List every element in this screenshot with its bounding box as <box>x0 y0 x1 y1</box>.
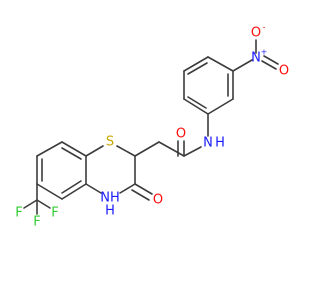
bond <box>23 199 38 209</box>
bond <box>36 141 63 157</box>
ketone-o-label: O <box>153 193 163 208</box>
bond <box>187 62 208 75</box>
bond <box>61 180 82 194</box>
molecule-structure: N + O - O N H O S NH H O F F F <box>15 23 289 230</box>
bond <box>263 55 279 65</box>
bond <box>85 183 102 194</box>
nitro-o-top-label: O <box>251 26 261 41</box>
bond <box>134 141 160 157</box>
nitro-n-charge: + <box>261 48 268 57</box>
bond <box>134 183 153 195</box>
bonds <box>23 39 279 215</box>
bond <box>183 56 209 72</box>
amide-o-label: O <box>176 127 186 142</box>
bond <box>207 56 234 72</box>
bond <box>183 98 209 115</box>
ring-nh-label: NH <box>100 191 120 206</box>
bond <box>61 183 87 200</box>
amide-h-label: H <box>215 136 225 151</box>
bond <box>261 60 277 70</box>
ring-h-label: H <box>105 204 115 219</box>
bond <box>183 146 202 157</box>
bond <box>61 141 87 157</box>
nitro-o-top-charge: - <box>263 23 266 32</box>
bond <box>36 199 51 209</box>
fluorine-1-label: F <box>15 206 22 221</box>
nitro-o-right-label: O <box>279 64 289 79</box>
bond <box>61 147 82 160</box>
bond <box>207 98 234 115</box>
nitro-n-label: N <box>251 51 261 66</box>
bond <box>158 141 185 157</box>
bond <box>36 183 63 200</box>
bond <box>119 183 136 194</box>
bond <box>131 189 150 201</box>
bond <box>85 145 104 157</box>
fluorine-3-label: F <box>33 215 40 230</box>
fluorine-2-label: F <box>51 206 58 221</box>
bond <box>232 59 253 72</box>
bond <box>187 96 207 109</box>
amide-n-label: N <box>203 136 213 151</box>
atom-labels: N + O - O N H O S NH H O F F F <box>15 23 289 230</box>
molecule-canvas: N + O - O N H O S NH H O F F F <box>15 23 289 230</box>
bond <box>116 145 136 157</box>
ring-s-label: S <box>106 135 114 150</box>
